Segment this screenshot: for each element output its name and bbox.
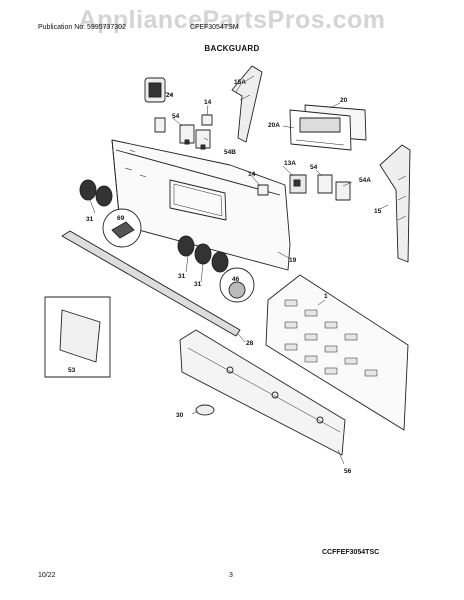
backguard-frame (179, 329, 346, 456)
grommet-30 (195, 404, 215, 416)
page-title: BACKGUARD (204, 44, 260, 53)
label-46: 46 (232, 276, 240, 283)
side-bracket-upper (231, 65, 263, 143)
switch-part (144, 77, 166, 133)
trim-strip (61, 230, 241, 337)
watermark: AppliancePartsPros.com (78, 6, 386, 34)
label-19: 19 (289, 257, 297, 264)
label-31-lower: 31 (194, 281, 202, 288)
publication-number: Publication No: 5995737302 (38, 24, 126, 31)
diagram-code: CCFFEF3054TSC (322, 549, 380, 556)
label-56: 56 (344, 468, 352, 475)
label-14: 14 (204, 99, 212, 106)
revision-date: 10/22 (38, 572, 56, 579)
control-knobs (79, 179, 229, 273)
label-31-mid: 31 (178, 273, 186, 280)
label-54B: 54B (224, 149, 236, 156)
label-1: 1 (324, 293, 328, 300)
callout-labels: 24 14 15A 20 54 54B 20A 13A 54 54A 14 31… (68, 79, 382, 475)
infinite-switches-right (289, 174, 351, 201)
header-row: Publication No: 5995737302 CFEF3054TSM (0, 22, 464, 36)
model-number: CFEF3054TSM (190, 24, 239, 31)
rear-cover-panel (265, 274, 409, 431)
label-30: 30 (176, 412, 184, 419)
label-20: 20 (340, 97, 348, 104)
knob-callout-46 (219, 267, 255, 303)
infinite-switches-left (179, 124, 211, 150)
label-13A: 13A (284, 160, 296, 167)
label-24: 24 (166, 92, 174, 99)
label-28: 28 (246, 340, 254, 347)
page-number: 3 (229, 572, 233, 579)
label-14-lower: 14 (248, 171, 256, 178)
label-53: 53 (68, 367, 76, 374)
label-69: 69 (117, 215, 125, 222)
label-54-right: 54 (310, 164, 318, 171)
label-15: 15 (374, 208, 382, 215)
label-31-left: 31 (86, 216, 94, 223)
side-bracket-right (379, 144, 411, 263)
label-20A: 20A (268, 122, 280, 129)
knob-callout-69 (102, 208, 142, 248)
label-54A: 54A (359, 177, 371, 184)
label-54-left: 54 (172, 113, 180, 120)
label-15A: 15A (234, 79, 246, 86)
cover-plate-53 (44, 296, 111, 378)
electronic-control-board (289, 104, 367, 151)
